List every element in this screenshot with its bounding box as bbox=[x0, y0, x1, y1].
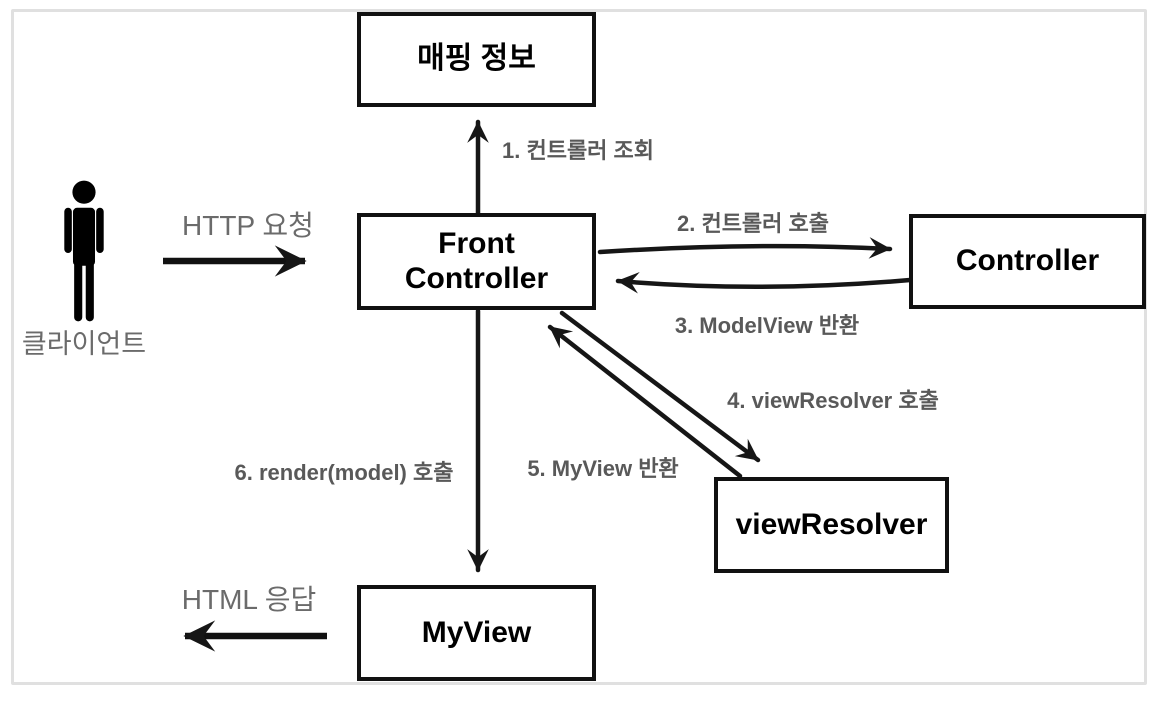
arrow-step-5 bbox=[547, 324, 743, 479]
box-mapping-info-label: 매핑 정보 bbox=[417, 42, 536, 76]
step-5-label: 5. MyView 반환 bbox=[527, 456, 679, 481]
arrow-step-2 bbox=[597, 237, 893, 259]
step-6-label: 6. render(model) 호출 bbox=[234, 460, 454, 485]
arrow-step-3 bbox=[615, 271, 913, 294]
step-4-label: 4. viewResolver 호출 bbox=[727, 388, 939, 413]
step-1-label: 1. 컨트롤러 조회 bbox=[502, 138, 655, 163]
client-label: 클라이언트 bbox=[21, 329, 147, 359]
box-front-controller: Front Controller bbox=[357, 213, 596, 310]
box-my-view-label: MyView bbox=[421, 615, 532, 649]
box-controller: Controller bbox=[909, 214, 1146, 309]
http-request-label: HTTP 요청 bbox=[182, 210, 314, 241]
box-mapping-info: 매핑 정보 bbox=[357, 12, 596, 107]
step-3-label: 3. ModelView 반환 bbox=[674, 313, 860, 338]
box-front-controller-label: Front Controller bbox=[404, 227, 549, 295]
step-2-label: 2. 컨트롤러 호출 bbox=[676, 211, 830, 236]
arrow-step-4 bbox=[559, 310, 761, 463]
box-view-resolver: viewResolver bbox=[714, 477, 949, 573]
box-view-resolver-label: viewResolver bbox=[735, 507, 928, 541]
html-response-label: HTML 응답 bbox=[181, 584, 317, 615]
person-icon bbox=[64, 180, 104, 322]
box-controller-label: Controller bbox=[955, 244, 1100, 278]
box-my-view: MyView bbox=[357, 585, 596, 681]
